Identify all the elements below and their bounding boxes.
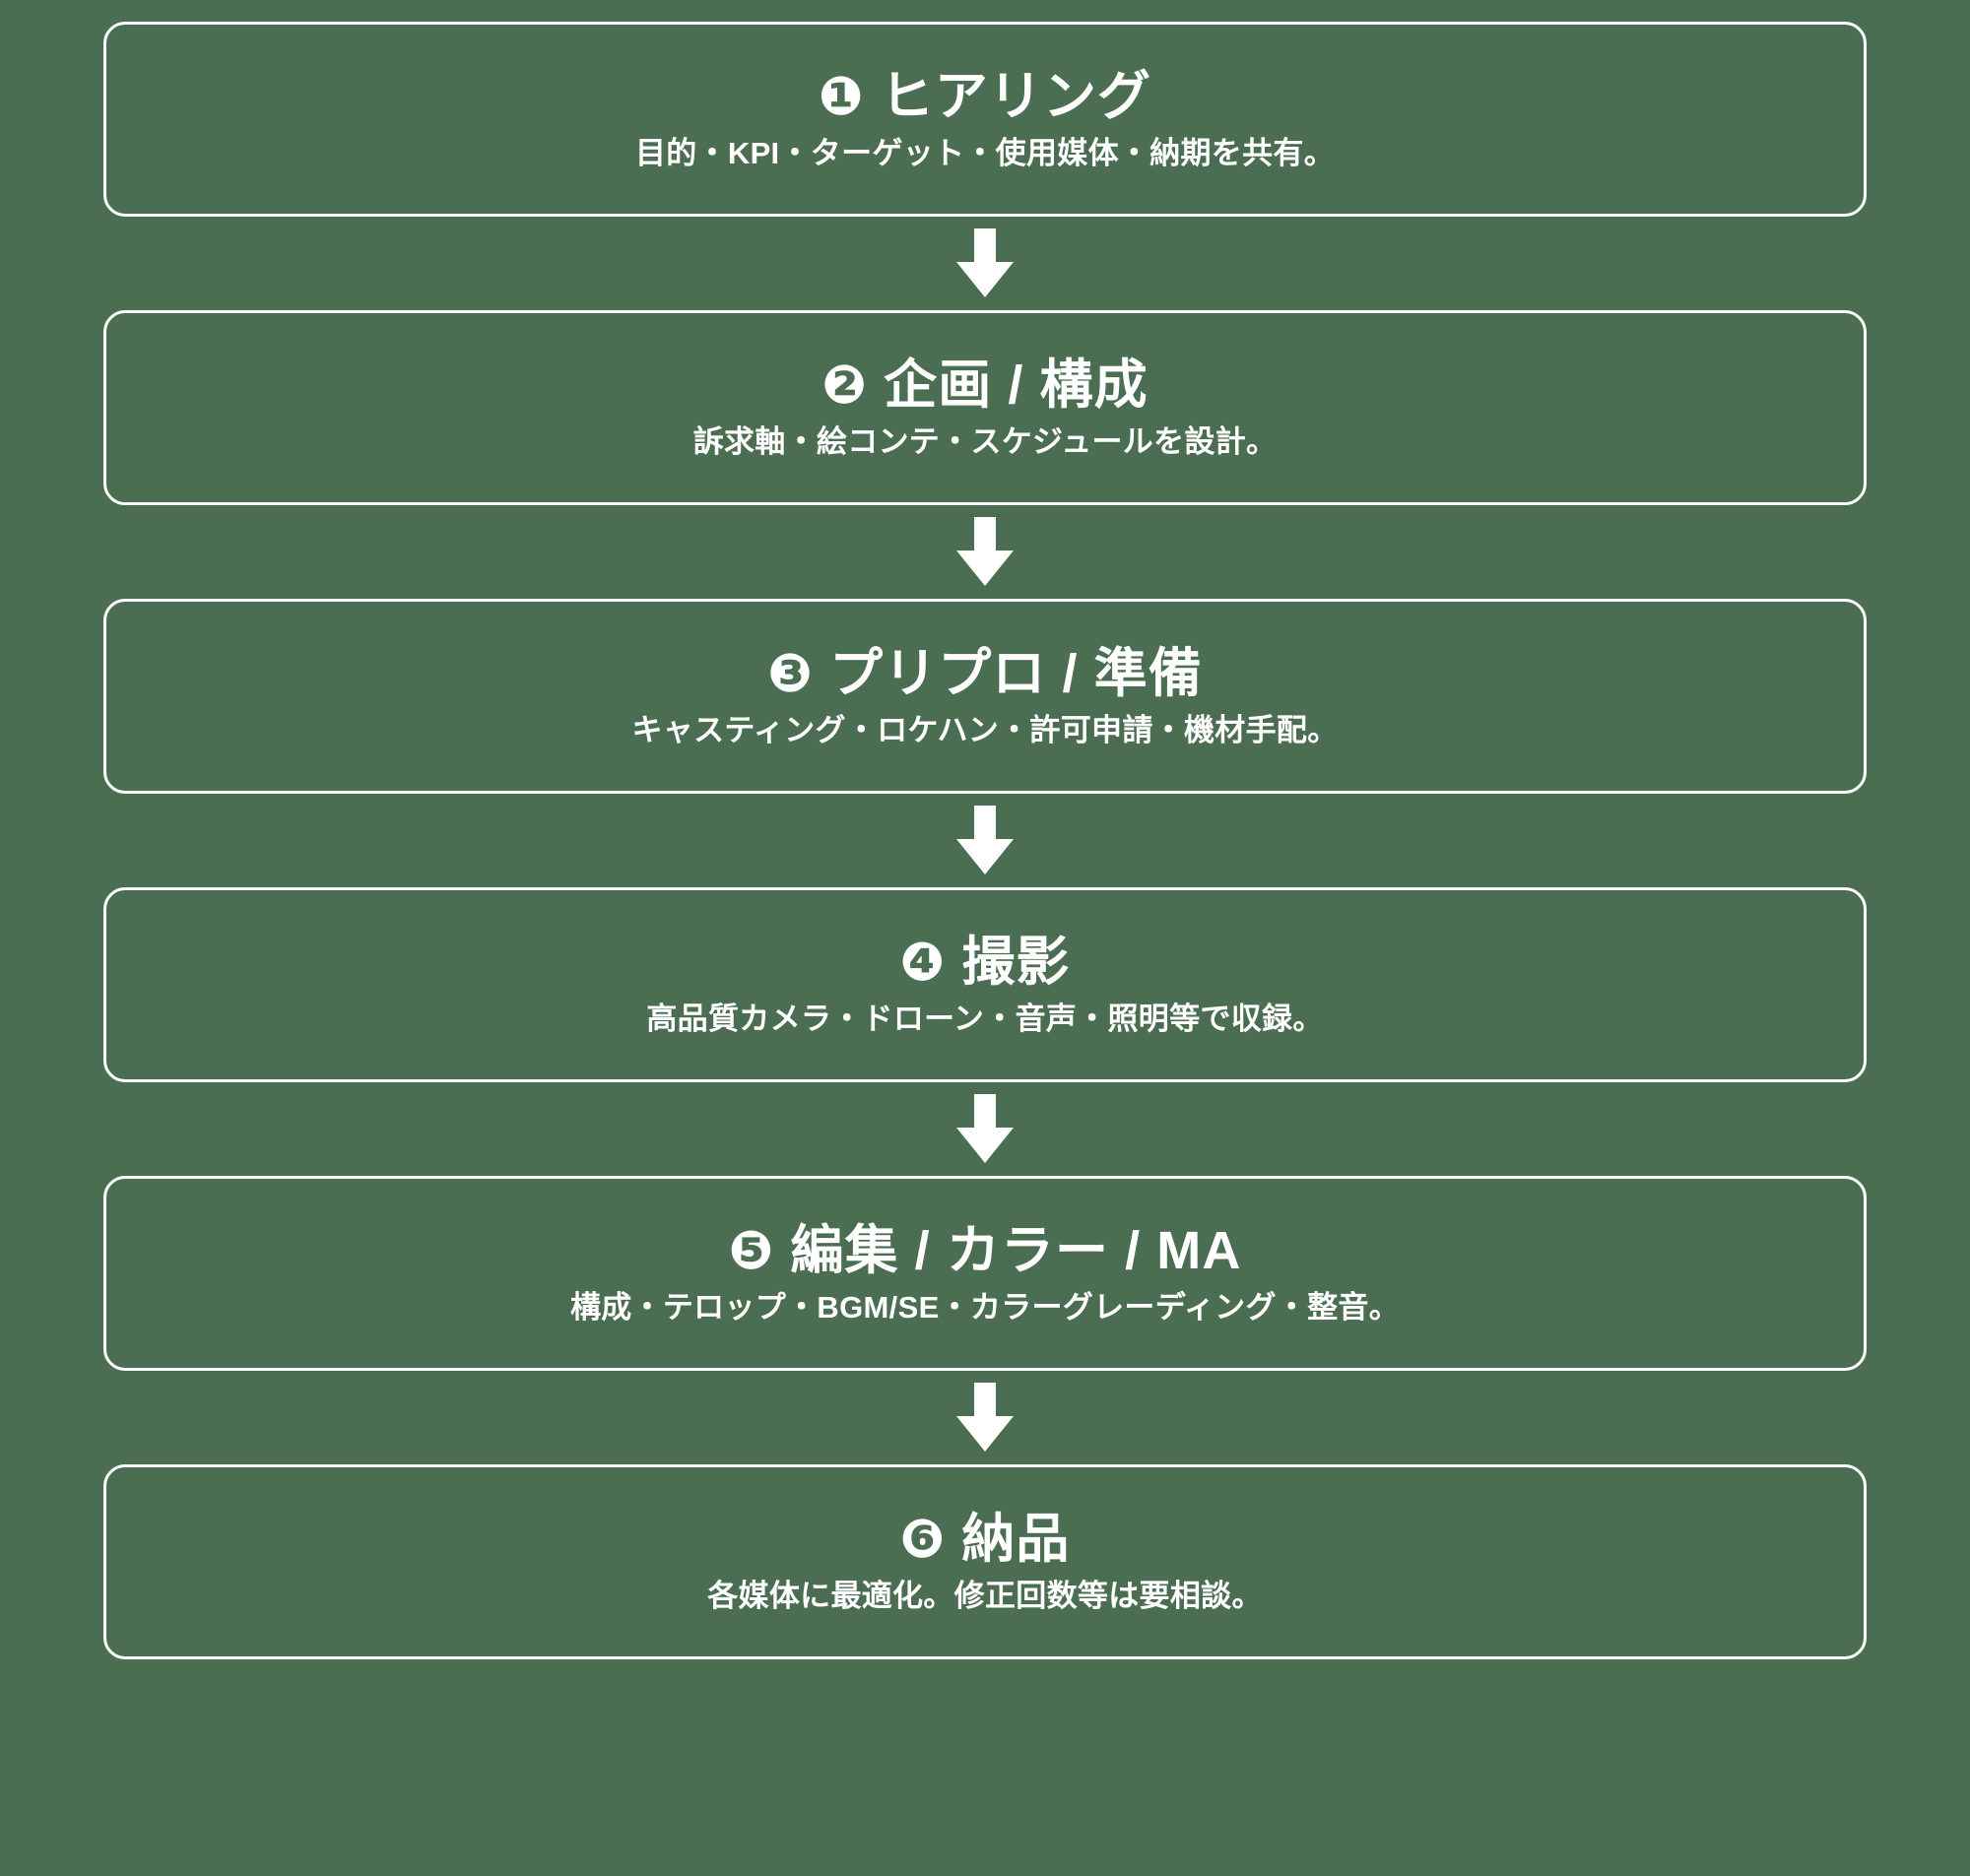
flow-step-3-description: キャスティング・ロケハン・許可申請・機材手配。: [631, 713, 1339, 748]
flow-connector-3: [954, 794, 1016, 887]
arrow-down-icon: [956, 227, 1014, 297]
flow-step-1[interactable]: ❶ ヒアリング 目的・KPI・ターゲット・使用媒体・納期を共有。: [103, 22, 1867, 217]
flow-step-3[interactable]: ❸ プリプロ / 準備 キャスティング・ロケハン・許可申請・機材手配。: [103, 599, 1867, 794]
flow-step-5[interactable]: ❺ 編集 / カラー / MA 構成・テロップ・BGM/SE・カラーグレーディン…: [103, 1176, 1867, 1371]
flow-step-4-title: ❹ 撮影: [899, 933, 1071, 993]
flow-step-1-title: ❶ ヒアリング: [818, 67, 1152, 127]
flow-step-6-title: ❻ 納品: [899, 1510, 1071, 1570]
arrow-down-icon: [956, 516, 1014, 586]
flow-step-2-description: 訴求軸・絵コンテ・スケジュールを設計。: [692, 424, 1278, 460]
arrow-down-icon: [956, 1093, 1014, 1163]
flow-step-6[interactable]: ❻ 納品 各媒体に最適化。修正回数等は要相談。: [103, 1464, 1867, 1659]
flow-step-5-title: ❺ 編集 / カラー / MA: [728, 1221, 1242, 1281]
flow-connector-4: [954, 1082, 1016, 1176]
flow-connector-2: [954, 505, 1016, 599]
flow-step-2-title: ❷ 企画 / 構成: [821, 356, 1149, 416]
flow-connector-1: [954, 217, 1016, 310]
arrow-down-icon: [956, 1382, 1014, 1452]
flow-connector-5: [954, 1371, 1016, 1464]
flow-step-3-title: ❸ プリプロ / 準備: [767, 644, 1203, 704]
flow-step-4[interactable]: ❹ 撮影 高品質カメラ・ドローン・音声・照明等で収録。: [103, 887, 1867, 1082]
flow-step-1-description: 目的・KPI・ターゲット・使用媒体・納期を共有。: [634, 136, 1336, 171]
flow-step-4-description: 高品質カメラ・ドローン・音声・照明等で収録。: [646, 1002, 1324, 1037]
arrow-down-icon: [956, 805, 1014, 874]
flow-step-5-description: 構成・テロップ・BGM/SE・カラーグレーディング・整音。: [569, 1290, 1401, 1326]
flow-step-2[interactable]: ❷ 企画 / 構成 訴求軸・絵コンテ・スケジュールを設計。: [103, 310, 1867, 505]
flow-step-6-description: 各媒体に最適化。修正回数等は要相談。: [707, 1579, 1263, 1614]
